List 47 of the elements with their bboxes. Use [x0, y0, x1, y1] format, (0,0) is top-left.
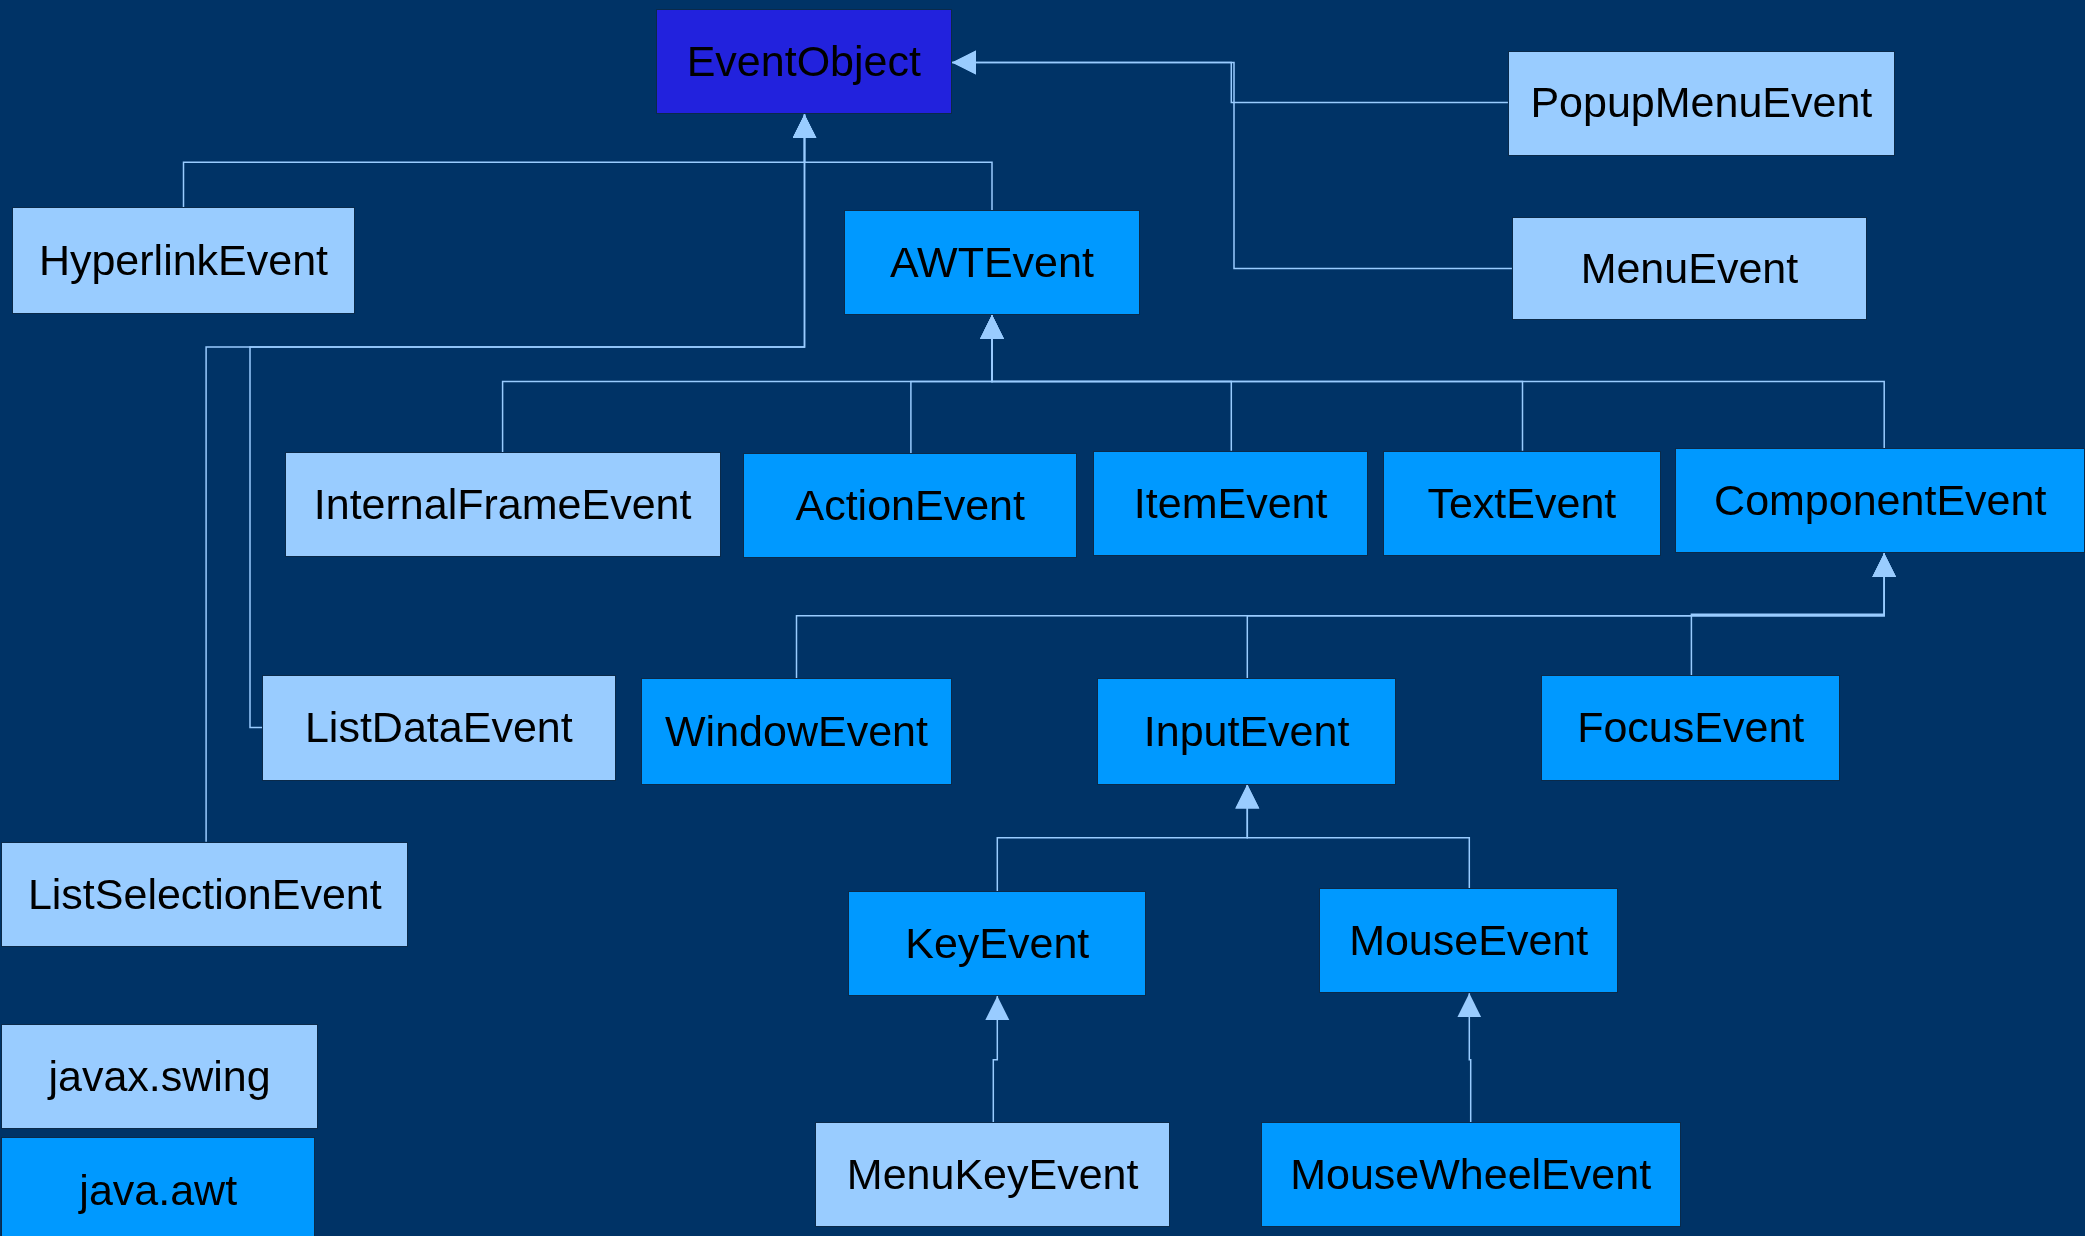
inheritance-arrow: [985, 995, 1010, 1124]
class-box: [1093, 450, 1369, 556]
inheritance-arrow: [980, 314, 1885, 449]
class-box: [844, 210, 1140, 316]
class-name: ItemEvent: [1133, 479, 1328, 527]
class-box: [743, 453, 1078, 559]
class-box: [640, 678, 953, 785]
class-box: [815, 1122, 1171, 1228]
class-name: ListDataEvent: [304, 704, 573, 752]
class-name: InternalFrameEvent: [313, 480, 692, 529]
class-name: MouseEvent: [1349, 917, 1589, 965]
inheritance-arrow: [1457, 992, 1482, 1124]
class-box: [1319, 888, 1619, 994]
inheritance-arrow: [1235, 783, 1471, 890]
class-box: [1675, 448, 2085, 554]
class-name: PopupMenuEvent: [1530, 79, 1873, 127]
class-name: WindowEvent: [665, 707, 928, 755]
legend-label: java.awt: [79, 1167, 238, 1215]
inheritance-arrow: [951, 50, 1513, 270]
class-box: [1507, 50, 1895, 156]
class-box: [848, 890, 1147, 996]
class-name: AWTEvent: [890, 238, 1094, 287]
class-box: [655, 9, 953, 115]
class-box: [284, 452, 721, 558]
class-box: [1541, 675, 1841, 781]
class-name: ComponentEvent: [1714, 477, 2047, 525]
class-name: KeyEvent: [905, 919, 1090, 968]
inheritance-arrow: [249, 113, 817, 729]
class-name: MouseWheelEvent: [1290, 1151, 1652, 1199]
class-box: [11, 207, 355, 314]
class-name: MenuKeyEvent: [846, 1151, 1139, 1199]
class-name: EventObject: [686, 38, 921, 86]
class-name: ActionEvent: [795, 482, 1025, 530]
class-box: [261, 675, 616, 781]
class-name: FocusEvent: [1577, 704, 1805, 752]
legend-label: javax.swing: [48, 1052, 271, 1101]
class-box: [1511, 216, 1867, 321]
class-name: MenuEvent: [1580, 244, 1799, 293]
class-name: TextEvent: [1427, 479, 1617, 527]
class-name: InputEvent: [1143, 707, 1350, 755]
class-box: [1097, 678, 1397, 785]
class-name: HyperlinkEvent: [38, 236, 329, 285]
class-name: ListSelectionEvent: [27, 870, 382, 918]
class-box: [1260, 1122, 1681, 1228]
class-box: [1, 841, 409, 947]
inheritance-arrow: [1690, 552, 1897, 677]
class-box: [1382, 450, 1661, 556]
